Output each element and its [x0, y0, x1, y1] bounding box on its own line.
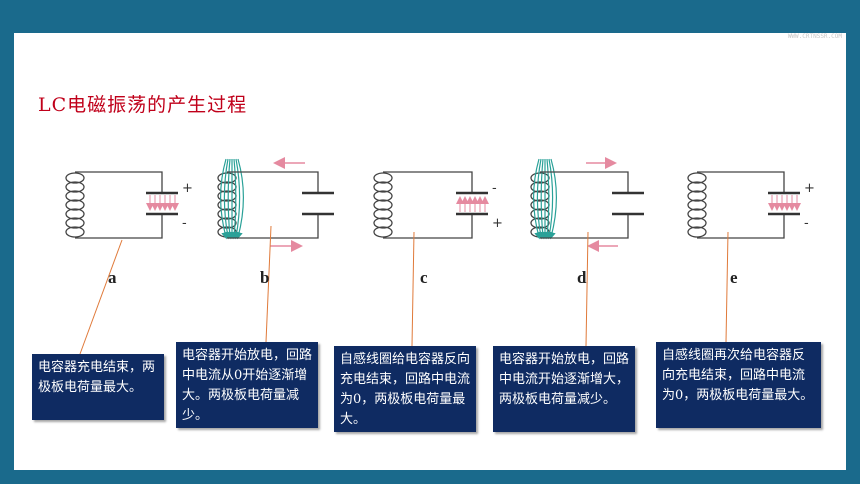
stage-e-coil-turn: [687, 217, 707, 229]
stage-b-pointer: [265, 225, 272, 343]
stage-c-wire-bottom: [383, 214, 473, 239]
stage-e-capacitor-sign-top: +: [804, 181, 815, 196]
stage-e-wire-top: [697, 171, 785, 193]
stage-b-wire-bottom: [227, 214, 319, 239]
stage-b-magnetic-field-line: [235, 158, 244, 240]
stage-c-coil-turn: [373, 190, 393, 202]
stage-c-coil-turn: [373, 226, 393, 238]
stage-d-description: 电容器开始放电，回路中电流开始逐渐增大，两极板电荷量减少。: [493, 346, 635, 432]
stage-b-wire-top: [227, 171, 319, 193]
stage-e-coil-turn: [687, 181, 707, 193]
stage-c-capacitor-sign-bottom: +: [492, 216, 503, 231]
stage-d-wire-top: [540, 171, 629, 193]
stage-a-pointer: [79, 239, 123, 355]
stage-e-pointer: [725, 231, 729, 343]
stage-d-magnetic-field-line: [536, 158, 544, 240]
stage-label-e: e: [730, 268, 738, 287]
stage-c-coil-turn: [373, 181, 393, 193]
stage-a-coil-turn: [65, 172, 85, 184]
stage-d-magnetic-field-line: [533, 158, 542, 240]
stage-e-capacitor-sign-bottom: -: [804, 216, 809, 231]
stage-label-d: d: [577, 268, 587, 287]
corner-mark: WWW.CRTNSSR.COM: [787, 33, 842, 40]
stage-a-capacitor-sign-bottom: -: [182, 216, 187, 231]
stage-b-magnetic-field-line: [233, 158, 241, 240]
stage-e-coil-turn: [687, 208, 707, 220]
stage-b-coil-turn: [217, 172, 237, 184]
stage-c-coil-turn: [373, 199, 393, 211]
stage-a-coil-turn: [65, 217, 85, 229]
stage-e-description: 自感线圈再次给电容器反向充电结束，回路中电流为0，两极板电荷量最大。: [656, 342, 821, 428]
stage-c-coil-turn: [373, 172, 393, 184]
stage-e-coil-turn: [687, 172, 707, 184]
stage-b-magnetic-field-line: [230, 158, 239, 240]
stage-label-b: b: [260, 268, 270, 287]
stage-a-coil-turn: [65, 190, 85, 202]
stage-label-a: a: [108, 268, 117, 287]
stage-e-coil-turn: [687, 190, 707, 202]
slide-title: LC电磁振荡的产生过程: [38, 94, 248, 116]
stage-a-capacitor-sign-top: +: [182, 181, 193, 196]
stage-a-description: 电容器充电结束，两极板电荷量最大。: [32, 354, 164, 420]
stage-a-wire-bottom: [75, 214, 163, 239]
stage-c-wire-top: [383, 171, 473, 193]
stage-b-magnetic-field-line: [225, 158, 234, 240]
stage-a-coil-turn: [65, 226, 85, 238]
stage-b-description: 电容器开始放电，回路中电流从0开始逐渐增大。两极板电荷量减少。: [176, 342, 318, 428]
stage-d-magnetic-field-line: [546, 158, 554, 240]
stage-c-coil-turn: [373, 208, 393, 220]
stage-e-wire-bottom: [697, 214, 785, 239]
stage-b-magnetic-field-line: [223, 158, 231, 240]
stage-d-magnetic-field-line: [543, 158, 552, 240]
stage-c-pointer: [411, 231, 415, 347]
stage-c-description: 自感线圈给电容器反向充电结束，回路中电流为0，两极板电荷量最大。: [334, 346, 476, 432]
stage-c-capacitor-sign-top: -: [492, 181, 497, 196]
stage-a-coil-turn: [65, 199, 85, 211]
stage-d-coil-turn: [530, 172, 550, 184]
stage-b-magnetic-field-line: [220, 158, 229, 240]
stage-e-coil-turn: [687, 226, 707, 238]
stage-e-coil-turn: [687, 199, 707, 211]
stage-a-coil-turn: [65, 208, 85, 220]
stage-label-c: c: [420, 268, 428, 287]
stage-c-coil-turn: [373, 217, 393, 229]
stage-a-wire-top: [75, 171, 163, 193]
watermark: 汉武帝: [540, 38, 586, 56]
stage-d-magnetic-field-line: [548, 158, 557, 240]
stage-a-coil-turn: [65, 181, 85, 193]
stage-d-wire-bottom: [540, 214, 629, 239]
stage-d-magnetic-field-line: [538, 158, 547, 240]
stage-d-pointer: [585, 231, 589, 347]
